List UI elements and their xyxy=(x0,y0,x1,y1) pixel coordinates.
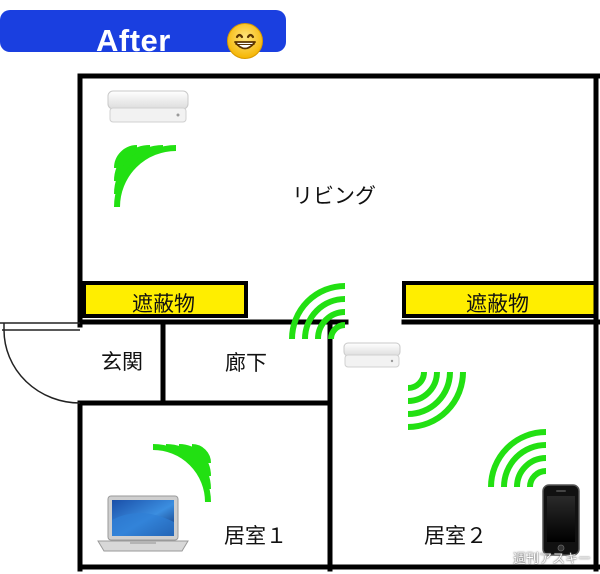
wifi-signal-extender xyxy=(407,371,466,430)
room-label-living: リビング xyxy=(292,184,376,208)
wifi-signal-center xyxy=(289,283,346,340)
room-label-hallway: 廊下 xyxy=(225,351,267,375)
wifi-signal-phone xyxy=(488,429,547,488)
smartphone-icon xyxy=(542,484,580,556)
entrance-door xyxy=(0,322,81,404)
router-extender-icon xyxy=(343,342,401,368)
obstacle-label-left: 遮蔽物 xyxy=(132,292,195,316)
router-base-icon xyxy=(107,90,189,123)
wifi-signal-laptop xyxy=(152,444,211,503)
room-label-bedroom1: 居室１ xyxy=(224,524,287,548)
room-label-bedroom2: 居室２ xyxy=(424,524,487,548)
badge-label: After xyxy=(96,23,171,58)
walls xyxy=(77,73,600,572)
obstacle-right xyxy=(402,281,598,318)
obstacle-left xyxy=(82,281,248,318)
grinning-face-icon xyxy=(227,23,263,59)
room-label-entrance: 玄関 xyxy=(101,350,143,374)
after-badge: After xyxy=(0,10,286,59)
wifi-signal-living xyxy=(114,145,177,208)
obstacle-label-right: 遮蔽物 xyxy=(466,292,529,316)
laptop-icon xyxy=(97,495,189,552)
watermark: 週刊アスキー xyxy=(513,552,592,567)
